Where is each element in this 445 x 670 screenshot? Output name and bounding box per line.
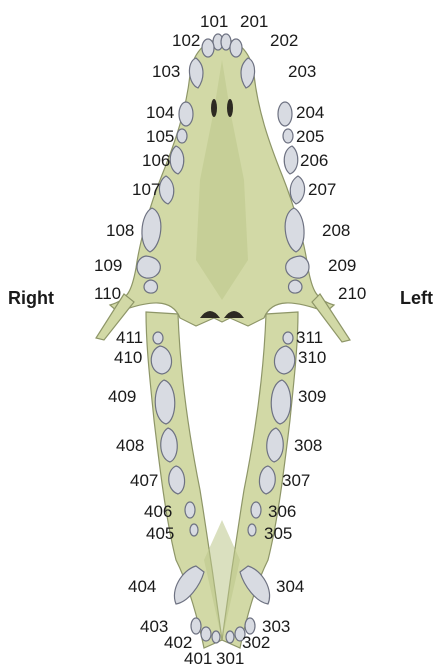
label-101: 101 xyxy=(200,12,228,31)
tooth-105 xyxy=(177,129,187,143)
label-301: 301 xyxy=(216,649,244,668)
lower-jaw xyxy=(146,312,298,648)
tooth-401 xyxy=(212,631,220,643)
tooth-309 xyxy=(271,380,291,424)
tooth-110 xyxy=(144,280,158,293)
label-208: 208 xyxy=(322,221,350,240)
right-incisive-foramen xyxy=(211,99,217,117)
tooth-406 xyxy=(185,502,195,518)
tooth-206 xyxy=(284,146,298,174)
label-206: 206 xyxy=(300,151,328,170)
tooth-209 xyxy=(286,256,309,278)
label-202: 202 xyxy=(270,31,298,50)
tooth-204 xyxy=(278,102,292,126)
tooth-104 xyxy=(179,102,193,126)
label-408: 408 xyxy=(116,436,144,455)
label-204: 204 xyxy=(296,103,324,122)
label-405: 405 xyxy=(146,524,174,543)
tooth-109 xyxy=(137,256,160,278)
tooth-202 xyxy=(230,39,242,57)
tooth-205 xyxy=(283,129,293,143)
label-406: 406 xyxy=(144,502,172,521)
label-107: 107 xyxy=(132,180,160,199)
label-103: 103 xyxy=(152,62,180,81)
label-305: 305 xyxy=(264,524,292,543)
label-307: 307 xyxy=(282,471,310,490)
label-309: 309 xyxy=(298,387,326,406)
tooth-402 xyxy=(201,627,211,641)
tooth-307 xyxy=(259,466,275,494)
tooth-411 xyxy=(153,332,163,344)
label-110: 110 xyxy=(94,284,121,303)
label-105: 105 xyxy=(146,127,174,146)
label-106: 106 xyxy=(142,151,170,170)
label-311: 311 xyxy=(296,328,323,347)
label-409: 409 xyxy=(108,387,136,406)
label-201: 201 xyxy=(240,12,268,31)
label-209: 209 xyxy=(328,256,356,275)
label-404: 404 xyxy=(128,577,156,596)
label-203: 203 xyxy=(288,62,316,81)
label-306: 306 xyxy=(268,502,296,521)
tooth-207 xyxy=(290,176,304,204)
left-incisive-foramen xyxy=(227,99,233,117)
label-205: 205 xyxy=(296,127,324,146)
label-109: 109 xyxy=(94,256,122,275)
label-410: 410 xyxy=(114,348,142,367)
tooth-405 xyxy=(190,524,198,536)
label-108: 108 xyxy=(106,221,134,240)
label-207: 207 xyxy=(308,180,336,199)
tooth-403 xyxy=(191,618,201,634)
tooth-106 xyxy=(170,146,184,174)
tooth-102 xyxy=(202,39,214,57)
tooth-409 xyxy=(155,380,175,424)
label-304: 304 xyxy=(276,577,304,596)
tooth-306 xyxy=(251,502,261,518)
label-104: 104 xyxy=(146,103,174,122)
tooth-303 xyxy=(245,618,255,634)
label-401: 401 xyxy=(184,649,212,668)
label-102: 102 xyxy=(172,31,200,50)
right-side-label: Right xyxy=(8,288,54,308)
label-210: 210 xyxy=(338,284,366,303)
label-407: 407 xyxy=(130,471,158,490)
label-302: 302 xyxy=(242,633,270,652)
label-308: 308 xyxy=(294,436,322,455)
left-side-label: Left xyxy=(400,288,433,308)
tooth-311 xyxy=(283,332,293,344)
label-310: 310 xyxy=(298,348,326,367)
tooth-305 xyxy=(248,524,256,536)
tooth-210 xyxy=(289,280,303,293)
tooth-301 xyxy=(226,631,234,643)
tooth-407 xyxy=(169,466,185,494)
label-411: 411 xyxy=(116,328,143,347)
